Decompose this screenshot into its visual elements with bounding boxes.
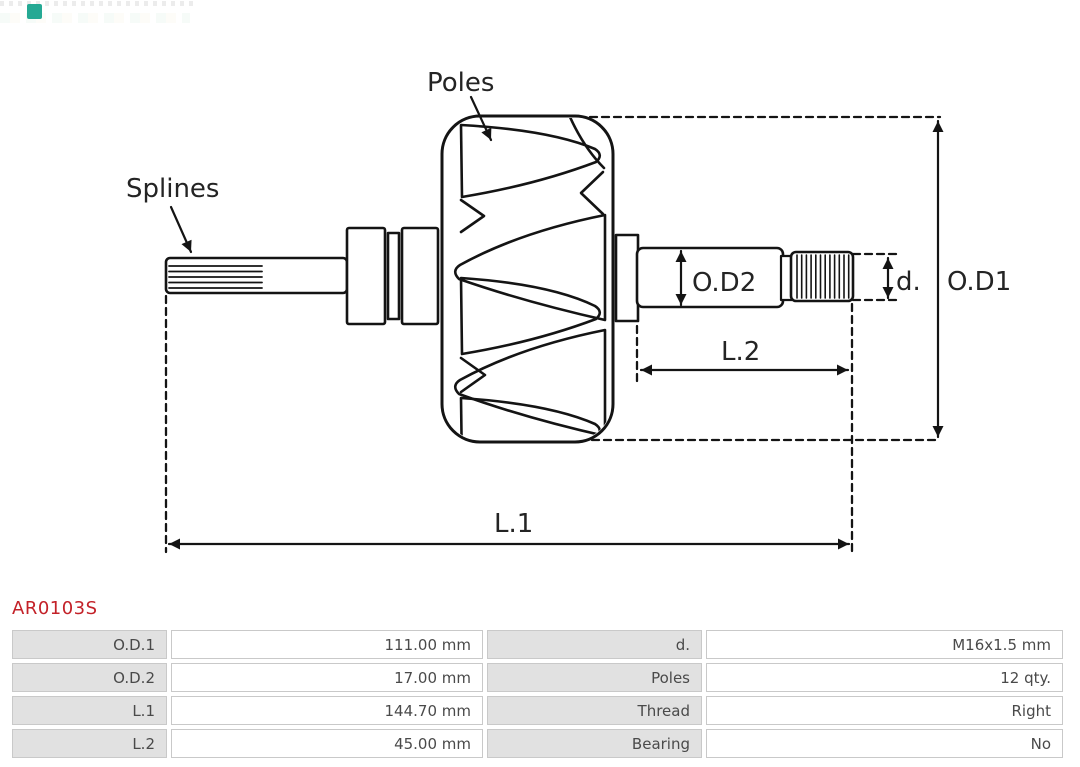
spec-value: 17.00 mm bbox=[171, 663, 483, 692]
rotor-right-collar bbox=[614, 233, 640, 323]
dimension-extension-lines bbox=[164, 115, 942, 554]
watermark-strip2 bbox=[0, 13, 190, 23]
od1-label: O.D1 bbox=[947, 267, 1011, 297]
spec-value: No bbox=[706, 729, 1063, 758]
spec-value: 144.70 mm bbox=[171, 696, 483, 725]
spec-label: Thread bbox=[487, 696, 702, 725]
spec-label: d. bbox=[487, 630, 702, 659]
poles-label: Poles bbox=[427, 68, 494, 98]
threaded-end bbox=[789, 250, 855, 303]
spec-label: O.D.2 bbox=[12, 663, 167, 692]
shaft-collar-rings bbox=[345, 226, 440, 326]
d-label: d. bbox=[896, 267, 921, 297]
brand-logo-mark-icon bbox=[27, 4, 42, 19]
od2-label: O.D2 bbox=[692, 268, 756, 298]
spec-label: L.2 bbox=[12, 729, 167, 758]
l2-label: L.2 bbox=[721, 337, 760, 367]
splines-pointer-arrow bbox=[169, 205, 193, 254]
watermark-strip bbox=[0, 1, 196, 6]
spec-value: 111.00 mm bbox=[171, 630, 483, 659]
spec-value: M16x1.5 mm bbox=[706, 630, 1063, 659]
spec-table: O.D.1 111.00 mm d. M16x1.5 mm O.D.2 17.0… bbox=[8, 626, 1067, 762]
spec-value: 45.00 mm bbox=[171, 729, 483, 758]
spec-label: L.1 bbox=[12, 696, 167, 725]
spec-value: Right bbox=[706, 696, 1063, 725]
spline-shaft bbox=[164, 256, 349, 295]
spec-label: O.D.1 bbox=[12, 630, 167, 659]
spec-label: Bearing bbox=[487, 729, 702, 758]
rotor-pole-body bbox=[440, 114, 615, 444]
l1-label: L.1 bbox=[494, 509, 533, 539]
spec-label: Poles bbox=[487, 663, 702, 692]
table-row: L.1 144.70 mm Thread Right bbox=[12, 696, 1063, 725]
spec-value: 12 qty. bbox=[706, 663, 1063, 692]
part-number-link[interactable]: AR0103S bbox=[12, 598, 98, 619]
poles-pointer-arrow bbox=[469, 95, 493, 142]
rotor-technical-drawing: Poles Splines O.D2 d. O.D1 L.2 L.1 bbox=[126, 68, 1011, 554]
table-row: O.D.1 111.00 mm d. M16x1.5 mm bbox=[12, 630, 1063, 659]
splines-label: Splines bbox=[126, 174, 219, 204]
table-row: O.D.2 17.00 mm Poles 12 qty. bbox=[12, 663, 1063, 692]
dimension-arrows bbox=[167, 95, 944, 550]
table-row: L.2 45.00 mm Bearing No bbox=[12, 729, 1063, 758]
